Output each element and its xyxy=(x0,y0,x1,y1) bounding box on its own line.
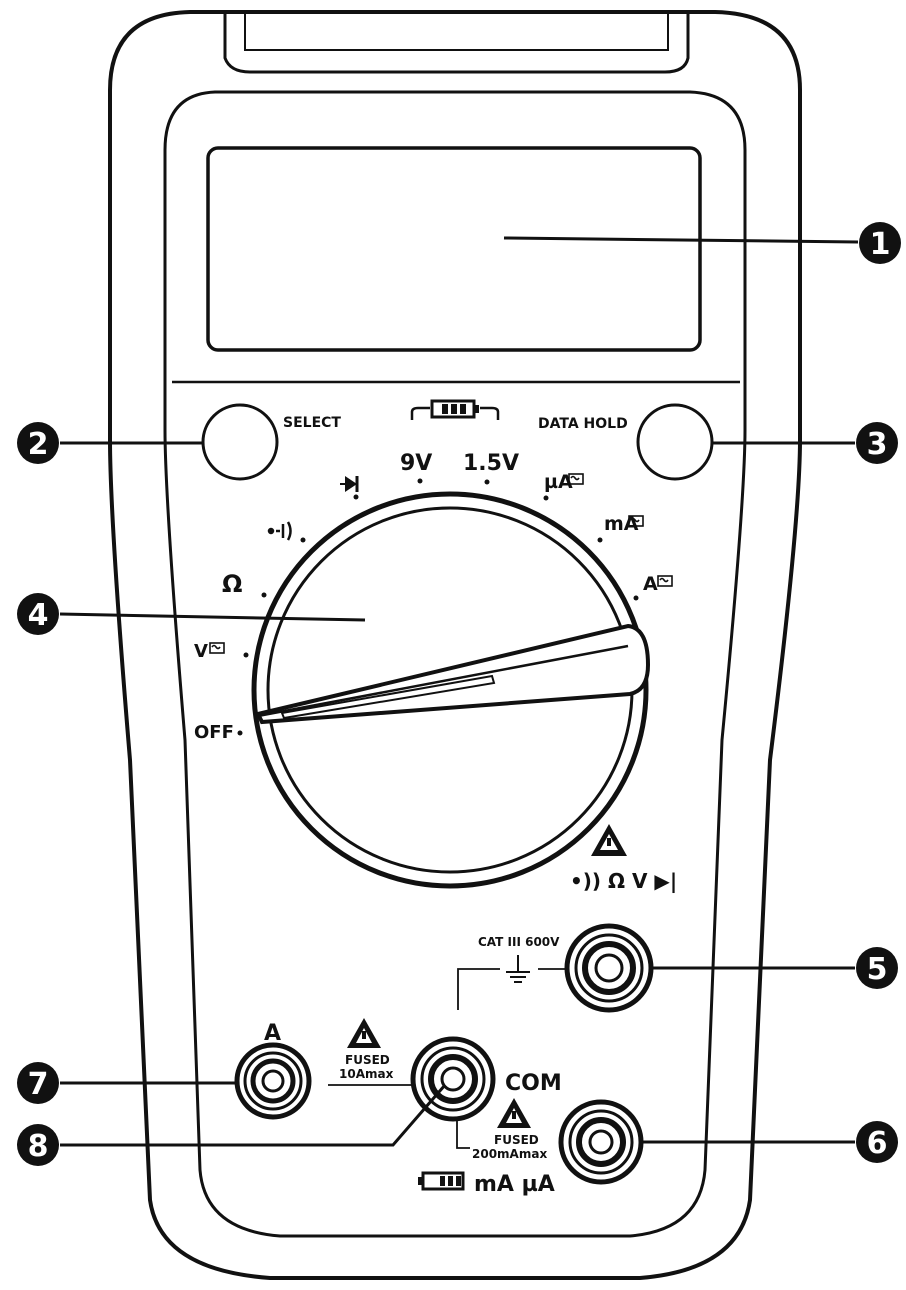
a-fuse-warning-icon xyxy=(347,1018,381,1048)
callout-4: 4 xyxy=(17,593,59,635)
callout-7: 7 xyxy=(17,1062,59,1104)
svg-text:6: 6 xyxy=(867,1126,888,1161)
callout-3: 3 xyxy=(856,422,898,464)
a-terminal-label: A xyxy=(264,1021,281,1046)
continuity-icon xyxy=(267,521,292,541)
callout-6: 6 xyxy=(856,1121,898,1163)
callout-2: 2 xyxy=(17,422,59,464)
svg-text:1: 1 xyxy=(870,227,891,262)
dial-label-micro-amp: µA xyxy=(544,471,573,493)
svg-text:2: 2 xyxy=(28,427,49,462)
ac-dc-icon xyxy=(209,473,673,654)
callout-leaders xyxy=(59,236,859,1147)
svg-text:8: 8 xyxy=(28,1129,49,1164)
svg-text:5: 5 xyxy=(867,952,888,987)
callout-8: 8 xyxy=(17,1124,59,1166)
v-terminal-symbols: •)) Ω V ▶| xyxy=(570,869,677,893)
inner-panel xyxy=(163,90,747,1238)
top-handle-inner xyxy=(244,14,669,51)
dial-pointer-groove xyxy=(280,674,496,720)
dial-label-milli-amp: mA xyxy=(604,513,639,535)
ma-fuse-rating: 200mAmax xyxy=(472,1147,547,1161)
a-fuse-rating: 10Amax xyxy=(339,1067,394,1081)
v-ohm-terminal-jack[interactable] xyxy=(564,923,654,1013)
dial-label-off: OFF xyxy=(194,722,234,743)
select-button[interactable] xyxy=(201,403,279,481)
data-hold-button-label: DATA HOLD xyxy=(538,416,628,432)
cat-rating-label: CAT III 600V xyxy=(478,935,560,949)
dial-tick-marks xyxy=(237,478,639,736)
ma-fuse-warning-icon xyxy=(497,1098,531,1128)
callout-1: 1 xyxy=(859,222,901,264)
outer-housing xyxy=(108,10,802,1280)
dial-label-amp: A xyxy=(643,573,658,595)
top-handle xyxy=(223,14,690,74)
dial-label-ohm: Ω xyxy=(222,570,242,598)
callout-5: 5 xyxy=(856,947,898,989)
svg-text:7: 7 xyxy=(28,1067,49,1102)
dial-label-volt: V xyxy=(194,641,208,662)
svg-text:3: 3 xyxy=(867,427,888,462)
ground-wiring xyxy=(457,968,570,1010)
ground-icon xyxy=(506,955,530,983)
com-ma-wiring xyxy=(456,1120,470,1149)
select-button-label: SELECT xyxy=(283,415,341,431)
lcd-display xyxy=(206,146,702,352)
com-terminal-label: COM xyxy=(505,1071,562,1096)
battery-icon xyxy=(410,399,500,420)
warning-triangle-icon xyxy=(591,824,627,856)
dial-label-1-5v: 1.5V xyxy=(463,451,519,476)
data-hold-button[interactable] xyxy=(636,403,714,481)
svg-text:4: 4 xyxy=(28,598,49,633)
ma-fuse-label: FUSED xyxy=(494,1133,539,1147)
ma-terminal-jack[interactable] xyxy=(558,1099,644,1185)
a-fuse-label: FUSED xyxy=(345,1053,390,1067)
ma-battery-icon xyxy=(418,1171,465,1191)
ma-terminal-label: mA µA xyxy=(474,1172,555,1197)
diode-icon xyxy=(340,476,359,492)
dial-label-9v: 9V xyxy=(400,451,432,476)
a-terminal-jack[interactable] xyxy=(234,1042,312,1120)
